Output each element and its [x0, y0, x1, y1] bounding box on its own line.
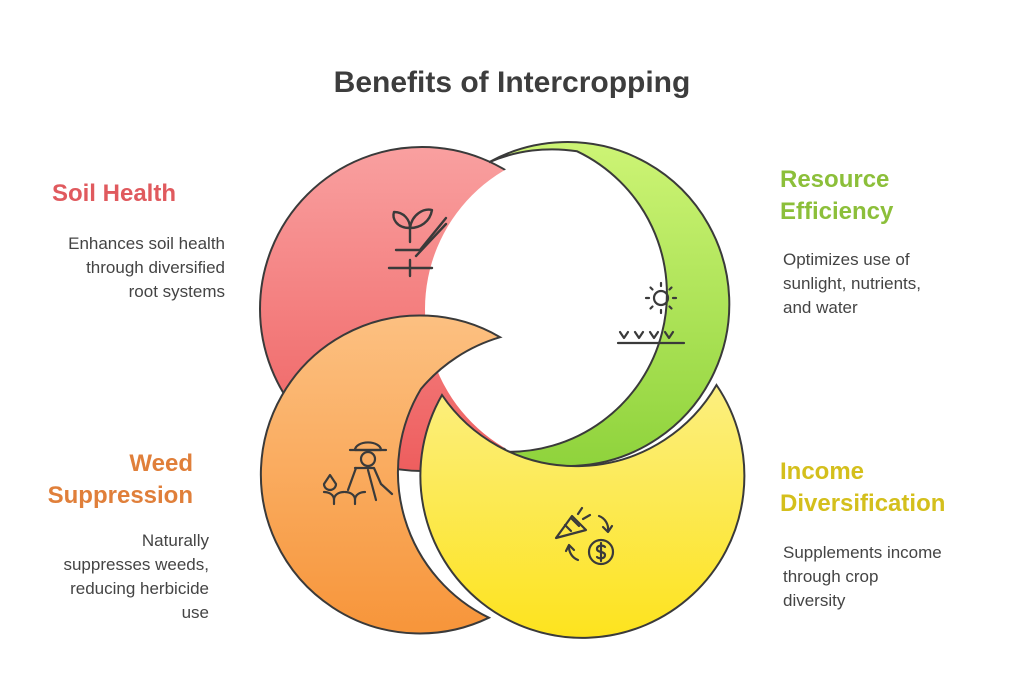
weed-suppression-heading: Weed Suppression: [47, 450, 193, 509]
sun-grass-icon: [616, 281, 686, 345]
plant-sprout-icon: [387, 208, 448, 278]
resource-efficiency-heading: Resource Efficiency: [780, 166, 894, 225]
page-title: Benefits of Intercropping: [333, 66, 691, 99]
farmer-weeding-icon: [322, 441, 394, 506]
income-diversification-heading: Income Diversification: [780, 458, 946, 517]
resource-efficiency-description: Optimizes use of sunlight, nutrients, an…: [783, 250, 921, 317]
carrot-money-cycle-icon: [554, 506, 615, 566]
soil-health-heading: Soil Health: [51, 180, 176, 207]
income-diversification-segment: [419, 383, 746, 639]
income-diversification-description: Supplements income through crop diversit…: [783, 543, 942, 610]
weed-suppression-description: Naturally suppresses weeds, reducing her…: [63, 531, 209, 622]
weed-suppression-segment: [259, 314, 503, 635]
soil-health-description: Enhances soil health through diversified…: [68, 234, 225, 301]
